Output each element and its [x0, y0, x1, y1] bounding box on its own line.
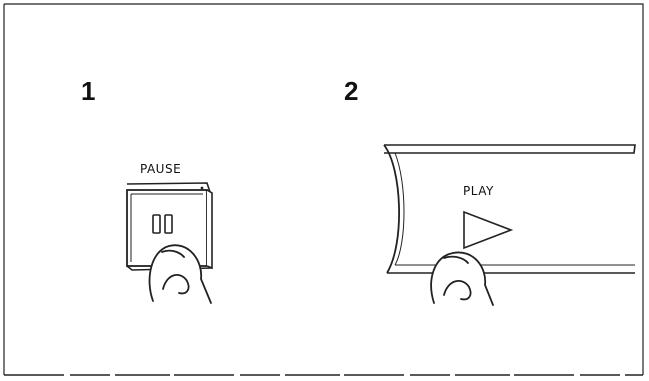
play-icon [463, 210, 514, 250]
instruction-diagram: 1 PAUSE 2 PLAY [3, 3, 644, 376]
play-button-illustration [383, 144, 636, 274]
frame-border [3, 3, 644, 376]
play-button-label: PLAY [463, 184, 494, 198]
finger-icon [430, 251, 494, 306]
pause-icon [152, 214, 173, 234]
diagram-canvas [3, 3, 644, 376]
finger-icon [148, 244, 212, 304]
pause-button-label: PAUSE [140, 162, 182, 176]
step-number-2: 2 [344, 76, 359, 106]
step-number-1: 1 [81, 76, 96, 106]
